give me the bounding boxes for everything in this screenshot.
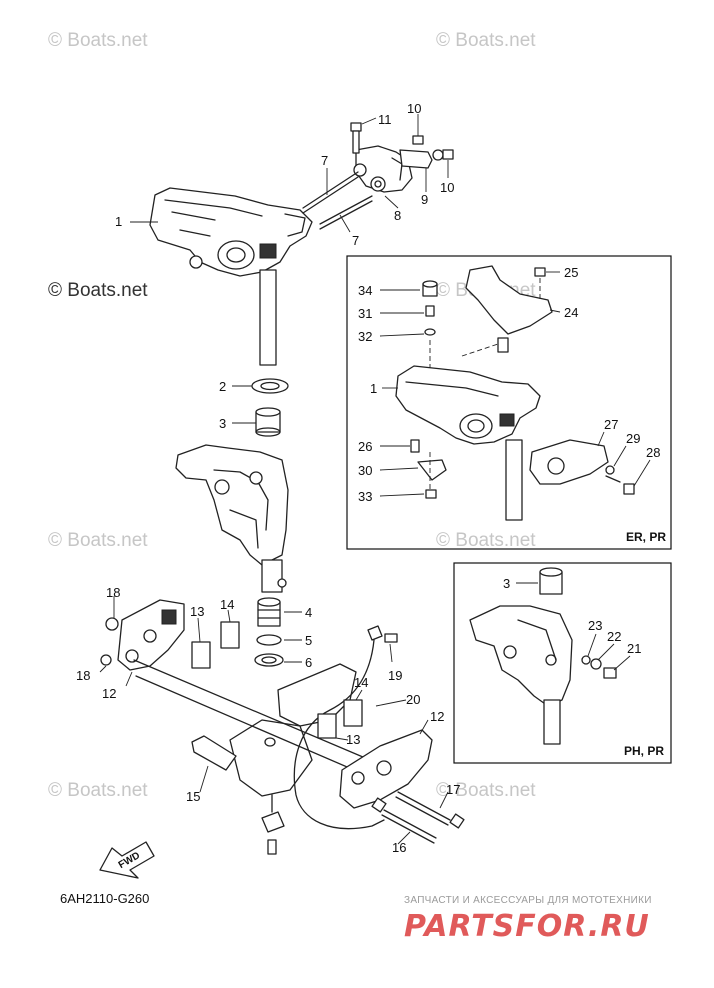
diagram-code: 6AH2110-G260 <box>60 891 149 906</box>
callout-number: 19 <box>388 668 402 683</box>
watermark: © Boats.net <box>48 780 148 801</box>
callout-number: 27 <box>604 417 618 432</box>
callout-number: 13 <box>190 604 204 619</box>
callout-number: 21 <box>627 641 641 656</box>
damper <box>317 713 337 739</box>
bushing <box>251 378 289 394</box>
callout-number: 5 <box>305 633 312 648</box>
stopper-plate <box>191 735 237 771</box>
bolt <box>371 797 437 844</box>
watermark: © Boats.net <box>436 780 536 801</box>
rod <box>302 176 359 214</box>
callout-number: 29 <box>626 431 640 446</box>
callout-number: 30 <box>358 463 372 478</box>
o-ring <box>256 634 282 646</box>
partsfor-logo: PARTSFOR.RU <box>404 909 650 944</box>
callout-number: 12 <box>430 709 444 724</box>
callout-number: 22 <box>607 629 621 644</box>
watermark: © Boats.net <box>48 280 148 301</box>
watermark: © Boats.net <box>48 530 148 551</box>
callout-number: 6 <box>305 655 312 670</box>
damper <box>343 699 363 727</box>
screw <box>267 839 277 855</box>
callout-number: 25 <box>564 265 578 280</box>
bolt <box>350 122 362 154</box>
callout-number: 8 <box>394 208 401 223</box>
swivel-bracket <box>175 444 289 593</box>
callout-number: 26 <box>358 439 372 454</box>
bushing <box>255 407 281 437</box>
callout-number: 18 <box>106 585 120 600</box>
anode-bracket <box>261 811 285 833</box>
ground-cable <box>293 639 385 830</box>
variant-label: ER, PR <box>626 530 666 544</box>
callout-number: 7 <box>352 233 359 248</box>
plate <box>399 149 433 169</box>
variant-box-ph-pr <box>453 562 672 764</box>
callout-number: 17 <box>446 782 460 797</box>
watermark: © Boats.net <box>48 30 148 51</box>
callout-number: 20 <box>406 692 420 707</box>
rod <box>319 200 373 230</box>
nut <box>105 617 119 631</box>
callout-number: 1 <box>370 381 377 396</box>
variant-label: PH, PR <box>624 744 664 758</box>
bushing <box>257 597 281 627</box>
callout-number: 3 <box>219 416 226 431</box>
callout-number: 23 <box>588 618 602 633</box>
callout-number: 28 <box>646 445 660 460</box>
callout-number: 7 <box>321 153 328 168</box>
callout-number: 10 <box>440 180 454 195</box>
tilt-plate <box>277 663 357 727</box>
callout-number: 24 <box>564 305 578 320</box>
callout-number: 34 <box>358 283 372 298</box>
fwd-arrow-icon: FWD <box>99 841 155 879</box>
washer <box>432 149 444 161</box>
callout-number: 4 <box>305 605 312 620</box>
variant-box-er-pr <box>346 255 672 550</box>
callout-number: 1 <box>115 214 122 229</box>
callout-number: 9 <box>421 192 428 207</box>
washer <box>254 653 284 667</box>
callout-number: 15 <box>186 789 200 804</box>
callout-number: 18 <box>76 668 90 683</box>
callout-number: 16 <box>392 840 406 855</box>
nut <box>412 135 424 145</box>
damper <box>191 641 211 669</box>
callout-number: 10 <box>407 101 421 116</box>
callout-number: 3 <box>503 576 510 591</box>
callout-number: 14 <box>354 675 368 690</box>
damper <box>220 621 240 649</box>
grease-nipple <box>384 633 398 643</box>
callout-number: 14 <box>220 597 234 612</box>
clamp-bracket <box>339 729 433 809</box>
watermark: © Boats.net <box>436 30 536 51</box>
callout-number: 2 <box>219 379 226 394</box>
nut <box>442 149 454 160</box>
clamp-bracket <box>117 599 185 671</box>
callout-number: 33 <box>358 489 372 504</box>
grease-fitting <box>367 625 383 641</box>
callout-number: 31 <box>358 306 372 321</box>
bolt <box>395 791 465 829</box>
nut <box>100 654 112 666</box>
callout-number: 32 <box>358 329 372 344</box>
steering-bracket <box>149 187 313 277</box>
watermark: © Boats.net <box>436 530 536 551</box>
partsfor-tagline: ЗАПЧАСТИ И АКСЕССУАРЫ ДЛЯ МОТОТЕХНИКИ <box>404 895 652 906</box>
callout-number: 13 <box>346 732 360 747</box>
callout-number: 11 <box>378 112 392 127</box>
steering-shaft <box>259 269 277 366</box>
callout-number: 12 <box>102 686 116 701</box>
er-pr-inset <box>395 265 635 521</box>
rod <box>319 195 373 225</box>
ph-pr-inset <box>469 567 617 745</box>
rod <box>302 171 359 209</box>
